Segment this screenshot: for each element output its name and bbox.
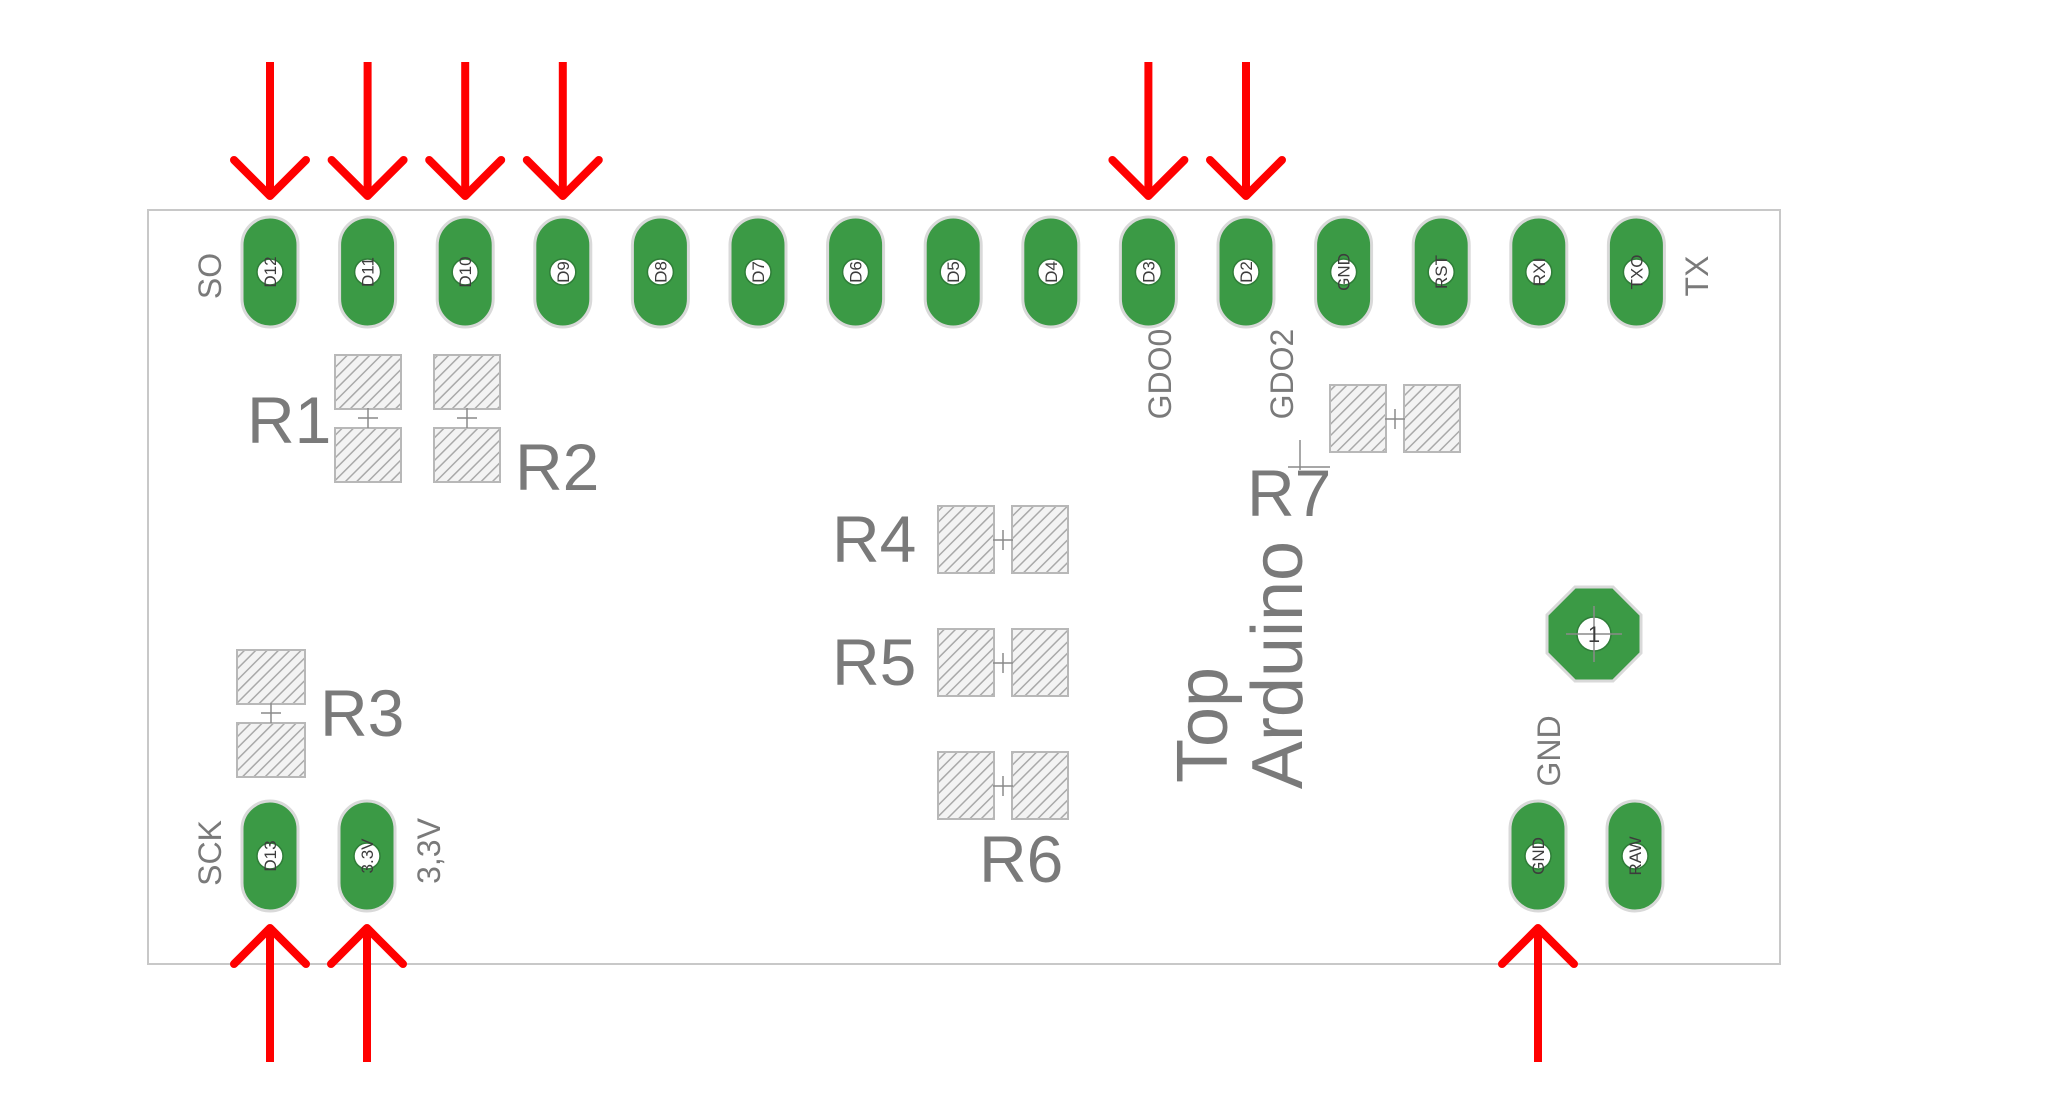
- top-pin-7: D5: [923, 215, 983, 329]
- resistor-r3: R3: [236, 649, 404, 778]
- top-pin-label: D11: [359, 257, 378, 287]
- top-pin-label: D3: [1139, 261, 1158, 283]
- bottom-left-pin-1: 3.3V: [337, 799, 397, 913]
- r7-label: R7: [1247, 456, 1331, 530]
- r6-label: R6: [979, 822, 1063, 896]
- top-pin-label: D10: [456, 256, 475, 287]
- arrow-down-0: [230, 62, 310, 200]
- arrow-up-1: [327, 924, 407, 1062]
- top-pin-1: D11: [338, 215, 398, 329]
- top-pin-12: RST: [1411, 215, 1471, 329]
- fiducial-pad: 1: [1545, 585, 1643, 683]
- top-pin-label: RXI: [1530, 258, 1549, 286]
- top-pin-label: D4: [1042, 261, 1061, 283]
- top-pin-14: TXO: [1606, 215, 1666, 329]
- gdo2-label: GDO2: [1264, 329, 1300, 420]
- bottom-left-pin-label: D13: [261, 840, 280, 871]
- top-pin-2: D10: [435, 215, 495, 329]
- gnd-label: GND: [1531, 715, 1567, 786]
- top-pin-5: D7: [728, 215, 788, 329]
- top-pin-label: D12: [261, 256, 280, 287]
- top-pin-0: D12: [240, 215, 300, 329]
- arrow-down-1: [327, 62, 408, 200]
- arrow-down-4: [1108, 62, 1189, 200]
- resistor-r7: R7: [1247, 384, 1461, 530]
- arduino-label: Arduino: [1238, 541, 1318, 789]
- arrow-up-2: [1498, 924, 1578, 1062]
- fiducial-label: 1: [1588, 622, 1600, 647]
- top-pin-label: RST: [1432, 255, 1451, 289]
- top-pin-header: D12 D11 D10 D9 D8 D7 D6 D5 D4 D3 D2 GND RST RXI TXO: [240, 215, 1666, 329]
- top-pin-11: GND: [1314, 215, 1374, 329]
- top-pin-10: D2: [1216, 215, 1276, 329]
- top-pin-label: D9: [554, 261, 573, 283]
- r3-label: R3: [320, 676, 404, 750]
- top-pin-3: D9: [533, 215, 593, 329]
- top-pin-label: D6: [847, 261, 866, 283]
- bottom-right-pin-label: GND: [1529, 837, 1548, 875]
- tx-label: TX: [1679, 256, 1715, 297]
- arrow-down-3: [522, 62, 603, 200]
- bottom-right-pin-0: GND: [1508, 799, 1568, 913]
- r1-label: R1: [247, 383, 331, 457]
- top-pin-4: D8: [630, 215, 690, 329]
- bottom-left-pin-label: 3.3V: [358, 838, 377, 874]
- top-layer-label: Top: [1163, 667, 1243, 783]
- board-outline: [147, 209, 1781, 965]
- top-pin-label: TXO: [1627, 255, 1646, 290]
- resistor-r1: R1: [247, 354, 402, 483]
- resistor-r6: R6: [937, 751, 1069, 896]
- resistor-r5: R5: [832, 625, 1069, 699]
- top-pin-6: D6: [826, 215, 886, 329]
- top-pin-label: D7: [749, 261, 768, 283]
- top-pin-label: D5: [944, 261, 963, 283]
- bottom-right-pin-1: RAW: [1605, 799, 1665, 913]
- v33-label: 3,3V: [411, 817, 447, 883]
- bottom-pin-header: D13 3.3V GND RAW: [240, 799, 1665, 913]
- r5-label: R5: [832, 625, 916, 699]
- arrow-group: [230, 62, 1578, 1062]
- resistor-r2: R2: [433, 354, 599, 504]
- sck-label: SCK: [192, 820, 228, 886]
- top-pin-8: D4: [1021, 215, 1081, 329]
- gdo0-label: GDO0: [1142, 329, 1178, 420]
- top-pin-label: D2: [1237, 261, 1256, 283]
- top-pin-label: D8: [651, 261, 670, 283]
- bottom-left-pin-0: D13: [240, 799, 300, 913]
- arrow-down-2: [425, 62, 506, 200]
- bottom-right-pin-label: RAW: [1626, 836, 1645, 875]
- so-label: SO: [192, 253, 228, 299]
- top-pin-13: RXI: [1509, 215, 1569, 329]
- r4-label: R4: [832, 502, 916, 576]
- r2-label: R2: [515, 430, 599, 504]
- top-pin-9: D3: [1118, 215, 1178, 329]
- arrow-down-5: [1206, 62, 1286, 200]
- top-pin-label: GND: [1335, 253, 1354, 291]
- resistor-r4: R4: [832, 502, 1069, 576]
- arrow-up-0: [230, 924, 310, 1062]
